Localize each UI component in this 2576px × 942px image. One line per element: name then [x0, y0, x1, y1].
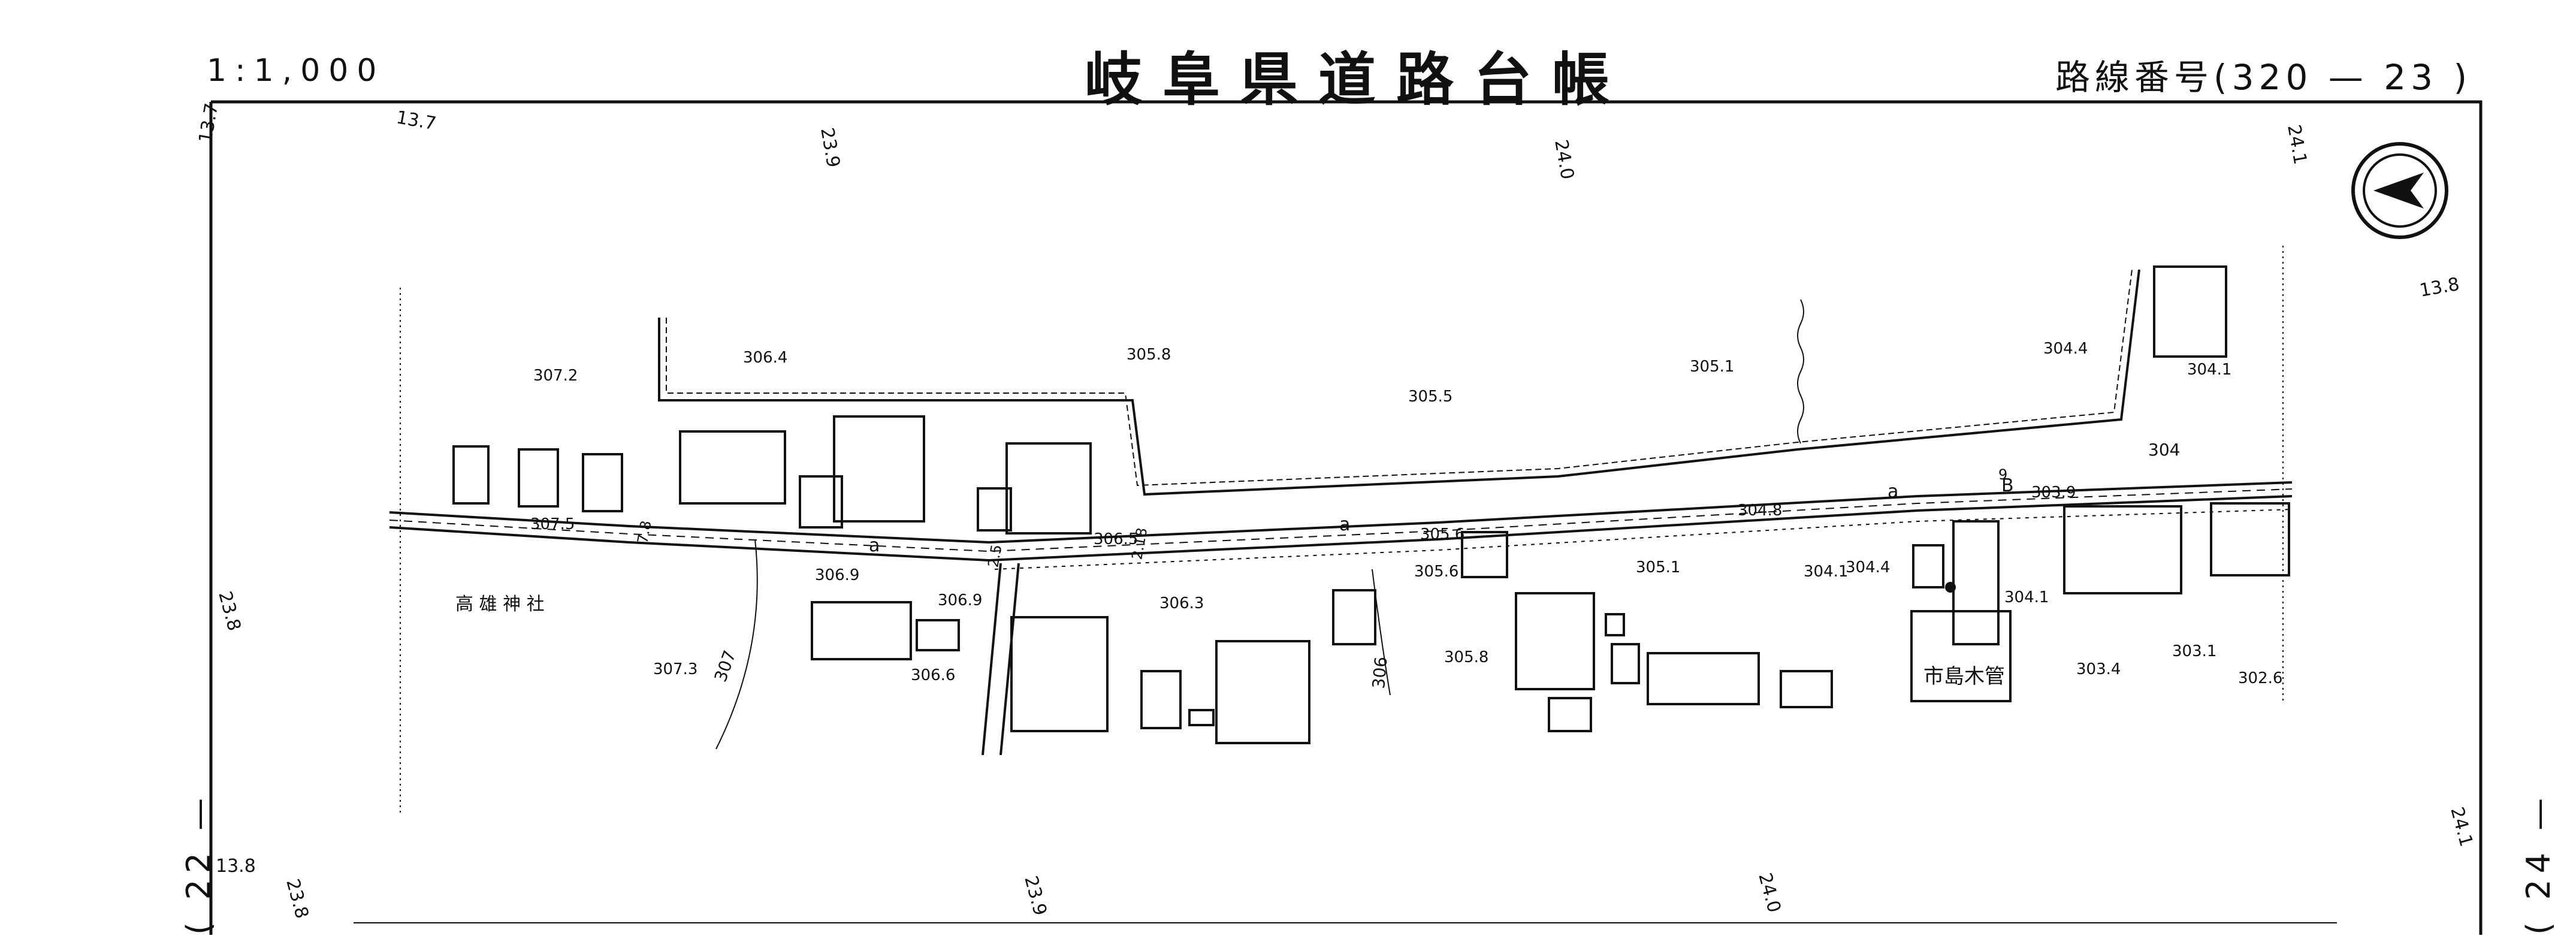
- spot-height: 306.3: [1159, 594, 1204, 612]
- spot-height: 305.6: [1414, 563, 1458, 581]
- building: [1140, 670, 1182, 729]
- spot-height: 303.9: [2031, 484, 2076, 502]
- building: [1605, 613, 1625, 636]
- survey-area-boundary: [400, 246, 2284, 815]
- road-label: B: [2001, 475, 2014, 496]
- spot-height: 305.5: [1408, 388, 1452, 406]
- route-label: 路線番号: [2055, 57, 2214, 98]
- spot-height: 306.6: [911, 666, 955, 684]
- building: [679, 430, 786, 505]
- spot-height: 306.9: [815, 566, 859, 584]
- road-centerline: [389, 488, 2293, 552]
- grid-label: 13.8: [2418, 274, 2461, 301]
- grid-label: 24.1: [2283, 123, 2311, 166]
- building: [2153, 265, 2227, 358]
- spot-height: 307.3: [653, 660, 697, 678]
- place-name-shrine: 高 雄 神 社: [455, 594, 545, 615]
- building: [1332, 589, 1376, 645]
- building: [1780, 670, 1833, 708]
- building: [916, 619, 960, 651]
- grid-label: 24.0: [1550, 138, 1578, 181]
- map-labels: 13.7 13.7 23.9 24.0 24.1 23.8 13.8 23.8 13.8 24.1…: [195, 102, 2477, 921]
- point-marker: [1945, 582, 1956, 593]
- building: [1010, 616, 1109, 732]
- spot-height: 304.1: [2187, 361, 2231, 379]
- grid-label: 13.7: [195, 102, 222, 145]
- spot-height: 303.1: [2172, 642, 2216, 660]
- contour-line-307: [715, 539, 758, 750]
- spot-height: 306.9: [938, 591, 982, 609]
- road-label: a: [1888, 481, 1898, 502]
- building: [1461, 531, 1508, 578]
- spot-height: 304.4: [2043, 340, 2088, 358]
- building: [2210, 502, 2290, 576]
- spot-height: 305.6: [1420, 526, 1464, 544]
- building: [1952, 520, 2000, 645]
- building: [582, 453, 623, 512]
- spot-height: 307.2: [533, 367, 578, 385]
- building: [977, 487, 1012, 532]
- building: [811, 601, 912, 660]
- building: [2063, 505, 2182, 594]
- spot-height: 304.4: [1846, 558, 1890, 576]
- building: [452, 445, 490, 505]
- spot-height: 304.8: [1738, 502, 1782, 520]
- wavy-boundary: [1797, 299, 1804, 444]
- route-number-label: 路線番号(320 — 23 ): [2055, 49, 2472, 99]
- map-scale: 1:1,000: [207, 53, 385, 89]
- spot-height: 305.1: [1636, 558, 1680, 576]
- building: [1910, 610, 2012, 702]
- building: [1647, 652, 1760, 705]
- road-label: a: [1339, 514, 1350, 535]
- building: [1215, 640, 1310, 744]
- spot-height: 305.8: [1444, 648, 1488, 666]
- grid-label: 24.1: [2446, 805, 2477, 849]
- spot-height: 306.4: [743, 349, 787, 367]
- grid-label: 23.9: [1020, 874, 1050, 918]
- spot-height: 307.5: [530, 515, 575, 533]
- grid-label: 13.8: [216, 856, 256, 877]
- building: [1912, 544, 1944, 588]
- building: [518, 448, 559, 508]
- road-label: a: [869, 535, 880, 556]
- building-outlines: [452, 265, 2290, 744]
- map-frame: [209, 100, 2483, 935]
- contour-label: 307: [711, 648, 740, 685]
- upper-boundary-fence: [658, 269, 2140, 496]
- route-number: 320 — 23: [2231, 57, 2438, 98]
- grid-label: 23.8: [282, 877, 312, 921]
- spot-height: 302.6: [2238, 669, 2282, 687]
- road-width-label: 2.5: [985, 544, 1005, 569]
- spot-height: 304.1: [1804, 563, 1848, 581]
- spot-height: 304.1: [2004, 588, 2049, 606]
- spot-height: 305.1: [1690, 358, 1734, 376]
- place-name-business: 市島木管: [1923, 665, 2005, 689]
- side-road: [982, 563, 1020, 756]
- route-close-paren: ): [2438, 57, 2472, 98]
- road-width-label: 7.8: [634, 520, 654, 545]
- contour-line-306: [1372, 569, 1391, 696]
- grid-label: 23.8: [214, 589, 244, 633]
- spot-height: 305.8: [1127, 346, 1171, 364]
- route-open-paren: (: [2213, 57, 2232, 98]
- building: [1611, 643, 1640, 684]
- contour-label: 304: [2148, 440, 2180, 460]
- contour-label: 306: [1369, 656, 1391, 689]
- building: [799, 475, 843, 529]
- spot-height: 306.5: [1094, 530, 1138, 548]
- road-width-label: 9: [1998, 466, 2007, 483]
- building: [1188, 709, 1215, 726]
- grid-label: 13.7: [395, 107, 438, 134]
- building: [1005, 442, 1092, 535]
- grid-label: 23.9: [816, 126, 844, 169]
- spot-height: 303.4: [2076, 660, 2121, 678]
- north-arrow-icon: [2351, 142, 2448, 239]
- building: [1548, 697, 1592, 732]
- building: [833, 415, 925, 523]
- grid-label: 24.0: [1754, 871, 1784, 915]
- main-road: [389, 481, 2293, 562]
- building: [1515, 592, 1595, 690]
